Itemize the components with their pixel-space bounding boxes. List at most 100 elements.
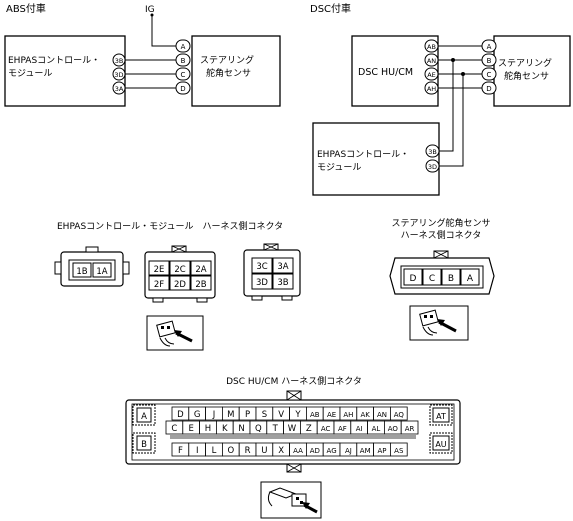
connector-pin-label: AK <box>361 411 371 419</box>
connector-pin: AD <box>305 442 324 457</box>
connector-pin-label: AE <box>327 411 336 419</box>
connector-pin-label: AN <box>377 411 387 419</box>
connector-pin: AL <box>367 420 385 435</box>
connector-pin: AO <box>383 420 402 435</box>
svg-text:3D: 3D <box>114 71 123 79</box>
svg-text:2B: 2B <box>195 280 206 290</box>
svg-text:AB: AB <box>427 43 436 51</box>
abs-ehpas-module-label-1: EHPASコントロール・ <box>8 56 100 66</box>
abs-sensor-pin: B <box>175 53 191 67</box>
connector-pin: AU <box>432 435 450 451</box>
connector-pin: N <box>232 420 251 435</box>
connector-pin: AT <box>432 407 450 423</box>
connector-pin: 2B <box>190 275 212 291</box>
abs-sensor-pin: C <box>175 67 191 81</box>
connector-pin: R <box>238 442 257 457</box>
svg-text:3A: 3A <box>115 85 124 93</box>
dsc-hucm-box <box>351 35 439 107</box>
connector-pin: 3D <box>251 273 273 290</box>
svg-text:2F: 2F <box>154 280 164 290</box>
connector-pin: AA <box>289 442 307 457</box>
dsc-module-pin: 3D <box>425 159 440 173</box>
connector-pin-label: AQ <box>394 411 405 419</box>
svg-text:2C: 2C <box>174 265 185 275</box>
connector-pin-label: I <box>196 446 199 456</box>
connector-pin: Z <box>299 420 318 435</box>
connector-pin: T <box>266 420 284 435</box>
svg-text:B: B <box>487 57 492 65</box>
abs-sensor-box <box>191 35 281 107</box>
dsc-title: DSC付車 <box>310 2 351 15</box>
abs-sensor-pin: D <box>175 81 191 95</box>
svg-text:2D: 2D <box>174 280 186 290</box>
connector-pin-label: AL <box>372 425 381 433</box>
connector-pin: K <box>215 420 234 435</box>
dsc-hucm-pin: AN <box>424 53 439 67</box>
dsc-ehpas-module-label-2: モジュール <box>317 163 361 173</box>
dsc-hucm-label: DSC HU/CM <box>358 67 413 78</box>
svg-text:3D: 3D <box>428 163 437 171</box>
svg-text:C: C <box>487 71 492 79</box>
svg-text:3B: 3B <box>428 148 437 156</box>
connector-pin-label: U <box>261 446 267 456</box>
abs-ehpas-module-box <box>4 35 126 107</box>
dsc-sensor-pin: A <box>481 39 497 53</box>
svg-text:AN: AN <box>427 57 436 65</box>
connector-pin: AH <box>339 406 358 421</box>
connector-pin: AC <box>316 420 335 435</box>
svg-text:B: B <box>141 440 147 450</box>
dsc-sensor-box <box>493 35 571 107</box>
connector-pin: 1A <box>92 262 112 278</box>
ig-label: IG <box>145 5 155 15</box>
connector-pin: 3C <box>251 257 273 274</box>
connector-pin: 2A <box>190 260 212 276</box>
connector-pin-label: AI <box>356 425 363 433</box>
abs-module-pin: 3A <box>112 81 126 95</box>
dsc-connector-title: DSC HU/CM ハーネス側コネクタ <box>226 375 362 387</box>
connector-pin: U <box>255 442 274 457</box>
connector-pin-label: R <box>245 446 251 456</box>
svg-text:2E: 2E <box>154 265 165 275</box>
sensor-connector-section: ステアリング舵角センサ ハーネス側コネクタ D C B A <box>389 217 495 341</box>
connector-pin-label: M <box>227 410 234 420</box>
svg-text:AE: AE <box>427 71 436 79</box>
connector-pin: C <box>422 268 442 286</box>
svg-text:3A: 3A <box>277 262 288 272</box>
svg-text:B: B <box>448 274 454 284</box>
connector-pin: 2F <box>148 275 170 291</box>
connector-pin-label: AO <box>388 425 399 433</box>
connector-pin: 2E <box>148 260 170 276</box>
dsc-sensor-label-2: 舵角センサ <box>504 70 549 82</box>
connector-pin-label: AH <box>343 411 353 419</box>
connector-pin-label: K <box>222 424 228 434</box>
connector-pin: AK <box>356 406 374 421</box>
svg-text:A: A <box>181 43 186 51</box>
ehpas-connector-6pin: 2E 2C 2A 2F 2D 2B <box>144 245 216 303</box>
dsc-wire-drop-1 <box>439 60 454 152</box>
dsc-ehpas-module-box <box>312 122 440 196</box>
connector-pin: 1B <box>72 262 92 278</box>
svg-text:C: C <box>429 274 435 284</box>
connector-pin: V <box>272 406 290 421</box>
connector-pin: Q <box>249 420 268 435</box>
connector-pin-label: AB <box>310 411 320 419</box>
connector-pin: L <box>205 442 223 457</box>
svg-text:C: C <box>181 71 186 79</box>
connector-pin: AG <box>322 442 341 457</box>
connector-view-icon <box>409 305 469 341</box>
ehpas-connector-section: EHPASコントロール・モジュール ハーネス側コネクタ 1B 1A <box>54 220 301 351</box>
connector-pin-label: C <box>171 424 177 434</box>
connector-pin-label: G <box>194 410 201 420</box>
svg-text:AH: AH <box>427 85 436 93</box>
dsc-sensor-label-1: ステアリング <box>498 57 552 69</box>
ehpas-connector-title: EHPASコントロール・モジュール ハーネス側コネクタ <box>57 220 283 232</box>
connector-pin-label: AD <box>310 447 320 455</box>
abs-title: ABS付車 <box>6 2 46 15</box>
dsc-connector-section: DSC HU/CM ハーネス側コネクタ A B <box>125 375 461 519</box>
connector-pin: C <box>165 420 184 435</box>
connector-pin: AN <box>373 406 391 421</box>
connector-pin: D <box>403 268 423 286</box>
ehpas-connector-2pin: 1B 1A <box>54 246 130 287</box>
